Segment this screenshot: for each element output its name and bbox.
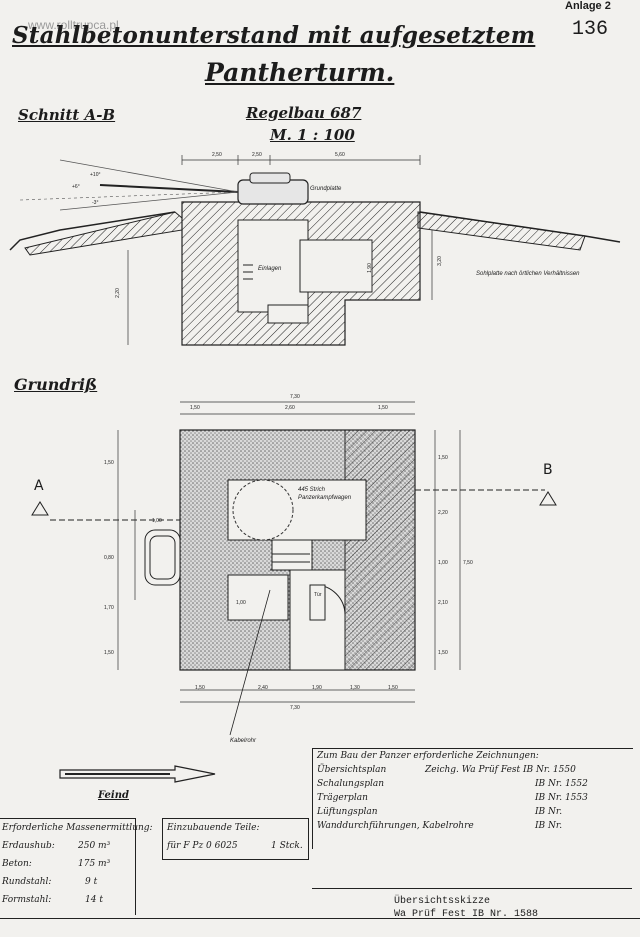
marker-a: A [34,478,44,494]
materials-row-name: Formstahl: [2,895,52,905]
section-dim-side-1: 2,20 [114,288,121,298]
section-label: Schnitt A-B [18,106,116,124]
drawings-table: Zum Bau der Panzer erforderliche Zeichnu… [312,748,633,849]
plan-left-dim-4: 1,50 [104,650,114,656]
regelbau-label: Regelbau 687 [246,104,362,122]
document-title-line2: Pantherturm. [205,58,395,87]
materials-row-name: Beton: [2,859,32,869]
drawing-stamp: Übersichtsskizze Wa Prüf Fest IB Nr. 158… [394,895,538,921]
plan-bottom-dim-2: 2,40 [258,685,268,691]
installs-row-name: für F Pz 0 6025 [167,841,238,851]
plan-right-dim-5: 1,50 [438,650,448,656]
stamp-divider [312,888,632,889]
installs-table: Einzubauende Teile: für F Pz 0 6025 1 St… [162,818,309,860]
plan-top-dim-3: 1,50 [378,405,388,411]
drawings-row-ref: IB Nr. [535,807,563,817]
drawings-row-name: Übersichtsplan [317,765,387,775]
plan-right-overall: 7,50 [463,560,473,566]
stamp-line-1: Übersichtsskizze [394,896,491,907]
plan-left-dim-3: 1,70 [104,605,114,611]
plan-bottom-dim-1: 1,50 [195,685,205,691]
drawings-row-name: Wanddurchführungen, Kabelrohre [317,821,474,831]
floor-plan-drawing [31,401,557,736]
materials-row-name: Rundstahl: [2,877,52,887]
angle-mark-1: +10° [90,172,101,178]
materials-row-value: 9 t [85,877,98,887]
drawings-row-ref: Zeichg. Wa Prüf Fest IB Nr. 1550 [425,765,576,775]
plan-left-dim-2: 0,80 [104,555,114,561]
plan-label: Grundriß [14,375,98,394]
page-number: 136 [572,18,609,41]
plan-left-small: 1,00 [152,518,162,524]
section-dim-1: 2,50 [212,152,222,158]
document-title-line1: Stahlbetonunterstand mit aufgesetztem [12,22,536,49]
cable-pointer-label: Kabelrohr [230,738,257,744]
section-dim-3: 5,60 [335,152,345,158]
door-label: Tür [314,592,322,598]
materials-row-value: 14 t [85,895,103,905]
materials-row-name: Erdaushub: [2,841,55,851]
plan-left-dim-1: 1,50 [104,460,114,466]
scale-label: M. 1 : 100 [270,126,355,144]
angle-mark-3: +6° [72,184,80,190]
einlagen-label: Einlagen [258,266,282,272]
marker-b: B [543,462,553,478]
section-dim-side-2: 3,20 [436,256,443,266]
enemy-direction-arrow-icon [59,765,216,783]
drawings-row-name: Lüftungsplan [317,807,378,817]
drawings-row-name: Schalungsplan [317,779,385,789]
installs-table-title: Einzubauende Teile: [167,823,260,833]
plan-bottom-dim-4: 1,30 [350,685,360,691]
plan-overall-width: 7,30 [290,394,300,400]
plan-right-dim-2: 2,20 [438,510,448,516]
grundplatte-label: Grundplatte [310,186,342,192]
section-dim-2: 2,50 [252,152,262,158]
materials-table: Erforderliche Massenermittlung: Erdaushu… [0,818,153,915]
section-dim-side-3: 1,90 [366,263,373,273]
materials-row-value: 175 m³ [78,859,111,869]
plan-top-dim-2: 2,60 [285,405,295,411]
installs-row-value: 1 Stck. [271,841,303,851]
watermark-text: www.rolltrupca.pl [28,18,119,32]
drawings-row-ref: IB Nr. [535,821,563,831]
materials-table-title: Erforderliche Massenermittlung: [2,823,153,833]
plan-right-dim-1: 1,50 [438,455,448,461]
materials-row-value: 250 m³ [78,841,111,851]
attachment-label: Anlage 2 [565,0,611,12]
drawings-row-ref: IB Nr. 1552 [535,779,588,789]
turret-room-label: 445 Strich Panzerkampfwagen [298,487,352,501]
plan-bottom-dim-3: 1,90 [312,685,322,691]
plan-right-dim-4: 2,10 [438,600,448,606]
drawings-row-ref: IB Nr. 1553 [535,793,588,803]
drawings-row-name: Trägerplan [317,793,368,803]
direction-label: Feind [98,790,129,801]
plan-right-dim-3: 1,00 [438,560,448,566]
plan-bottom-overall: 7,30 [290,705,300,711]
plan-top-dim-1: 1,50 [190,405,200,411]
drawings-table-title: Zum Bau der Panzer erforderliche Zeichnu… [317,751,539,761]
side-room-label: 1,00 [236,600,246,606]
angle-mark-2: -3° [92,200,99,206]
sohlplatte-note: Sohlplatte nach örtlichen Verhältnissen [476,271,580,277]
cross-section-drawing [9,155,621,346]
bottom-border [0,918,640,919]
stamp-line-2: Wa Prüf Fest IB Nr. 1588 [394,909,539,920]
plan-bottom-dim-5: 1,50 [388,685,398,691]
